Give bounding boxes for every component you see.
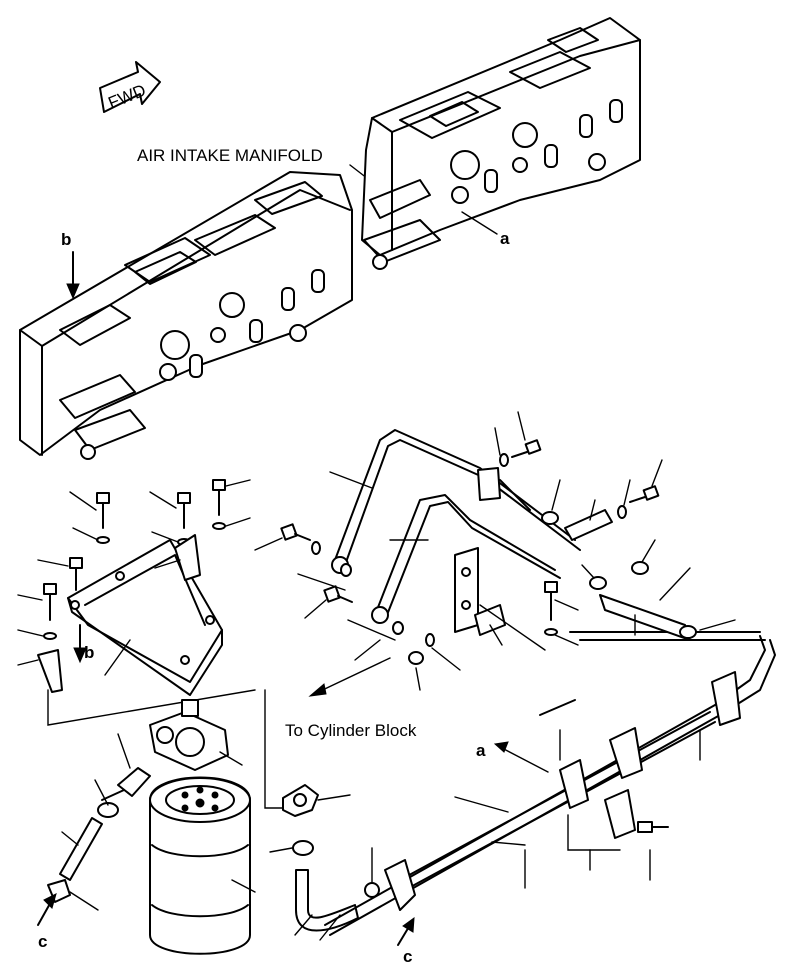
left-fitting	[47, 733, 151, 911]
ref-a-mid: a	[476, 741, 486, 760]
ref-b-top: b	[61, 230, 71, 249]
fuel-tubes	[324, 631, 776, 936]
lower-hose	[294, 869, 359, 941]
left-group-bracket	[47, 689, 256, 726]
bracket-leaders	[17, 479, 251, 676]
to-cylinder-block-arrow	[264, 657, 391, 809]
front-manifold	[19, 171, 353, 460]
to-cylinder-block-label: To Cylinder Block	[285, 721, 417, 740]
ref-c-left: c	[38, 932, 47, 951]
ref-c-left-arrow	[37, 893, 57, 926]
support-bracket	[454, 547, 579, 651]
elbow-fitting	[269, 784, 351, 856]
ref-a-mid-arrow	[493, 741, 549, 773]
return-tubes	[329, 429, 581, 624]
fuel-filter-cartridge	[149, 776, 256, 955]
fwd-arrow: FWD	[99, 61, 161, 113]
air-intake-manifold-label: AIR INTAKE MANIFOLD	[137, 146, 323, 165]
ref-b-mid: b	[84, 643, 94, 662]
ref-b-mid-arrow	[73, 624, 87, 664]
upper-right-bolts	[477, 411, 736, 641]
tube-clamps	[364, 671, 741, 911]
ref-a-top: a	[500, 229, 510, 248]
fwd-label: FWD	[105, 81, 148, 113]
ref-c-bottom-arrow	[397, 916, 415, 946]
filter-head	[149, 699, 243, 771]
bracket-bolts	[37, 479, 226, 693]
mid-left-bolts	[254, 523, 461, 691]
rear-manifold	[361, 17, 641, 270]
ref-b-top-arrow	[66, 251, 80, 300]
ref-c-bottom: c	[403, 947, 412, 964]
ref-a-top-leader	[461, 211, 498, 235]
